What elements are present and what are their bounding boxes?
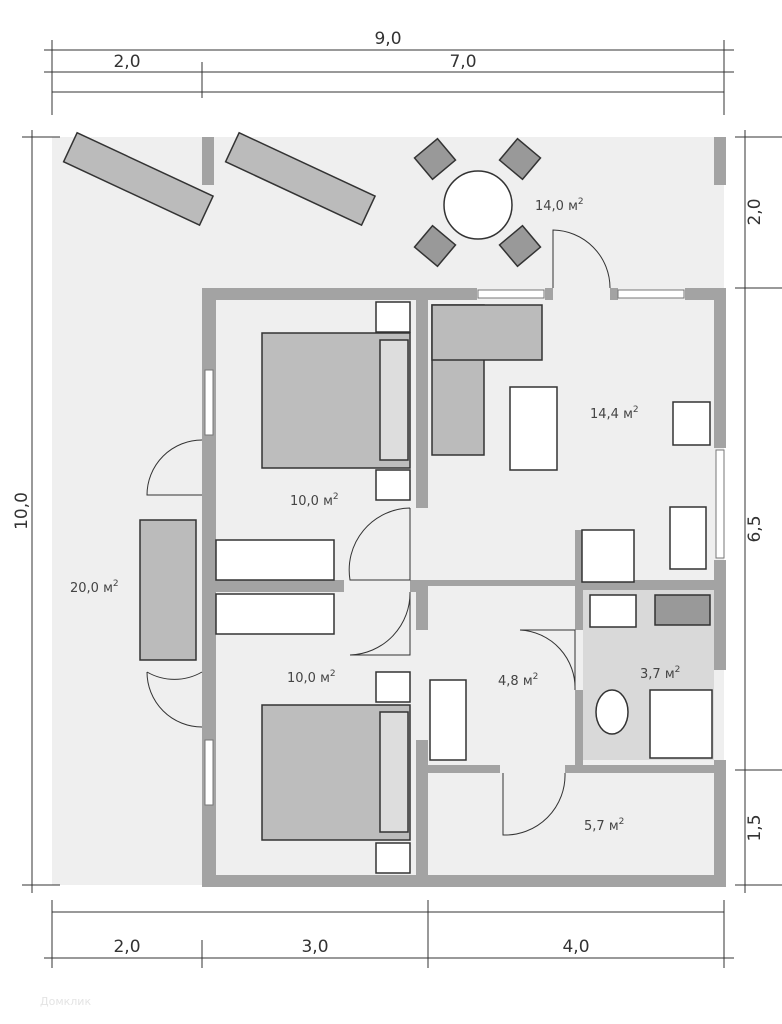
dim-right-bottom: 1,5 (745, 814, 765, 841)
stove (672, 401, 711, 446)
area-bedroom-1: 10,0 м2 (290, 492, 339, 509)
area-terrace-left: 20,0 м2 (70, 579, 119, 596)
lounger-2 (224, 131, 377, 227)
dim-bottom-3: 4,0 (562, 937, 589, 957)
area-bedroom-2: 10,0 м2 (287, 669, 336, 686)
sink (669, 506, 707, 570)
washbasin (589, 594, 637, 628)
area-storage: 5,7 м2 (584, 817, 624, 834)
dimension-lines (22, 40, 782, 968)
dim-left-total: 10,0 (12, 492, 32, 530)
dim-bottom-2: 3,0 (301, 937, 328, 957)
coffee-table (509, 386, 558, 471)
toilet (595, 689, 629, 735)
dim-right-top: 2,0 (745, 198, 765, 225)
doors (146, 229, 611, 836)
walls (202, 137, 726, 887)
fridge (581, 529, 635, 583)
area-bathroom: 3,7 м2 (640, 665, 680, 682)
hall-wardrobe (429, 679, 467, 761)
area-terrace-top: 14,0 м2 (535, 197, 584, 214)
lounger-1 (62, 131, 215, 227)
furniture (62, 131, 713, 874)
shower (649, 689, 713, 759)
round-table (443, 170, 513, 240)
wardrobe-2 (215, 593, 335, 635)
sofa-terrace (139, 519, 197, 661)
dim-right-middle: 6,5 (745, 515, 765, 542)
windows (204, 289, 725, 806)
dim-top-right: 7,0 (449, 52, 476, 72)
area-hall: 4,8 м2 (498, 672, 538, 689)
area-living-kitchen: 14,4 м2 (590, 405, 639, 422)
wardrobe-1 (215, 539, 335, 581)
dim-top-left: 2,0 (113, 52, 140, 72)
bathtub (654, 594, 711, 626)
dim-top-total: 9,0 (374, 29, 401, 49)
dim-bottom-1: 2,0 (113, 937, 140, 957)
watermark: Домклик (40, 995, 91, 1008)
